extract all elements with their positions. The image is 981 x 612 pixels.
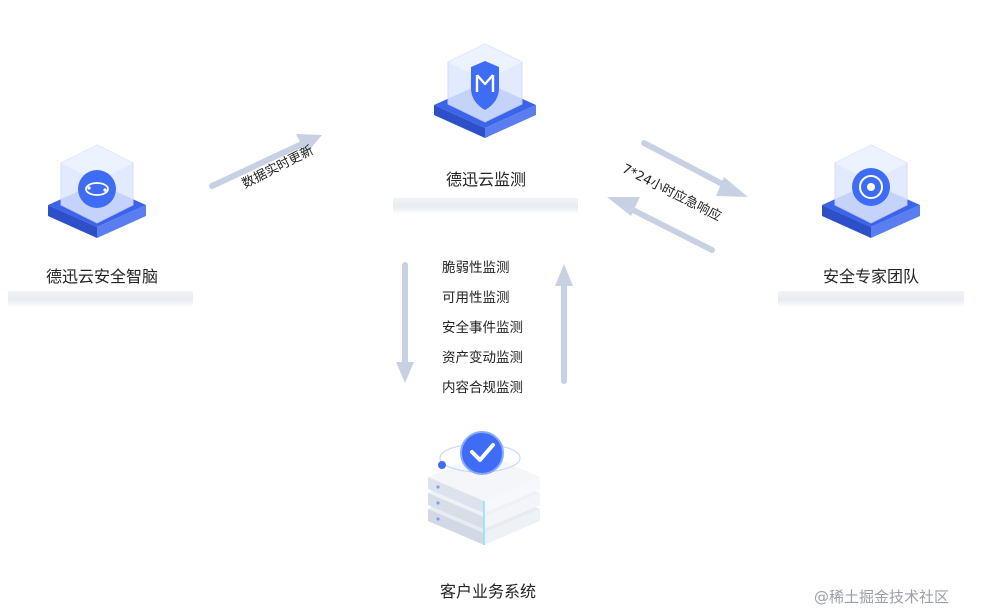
node-label-customer: 客户业务系统	[440, 582, 537, 601]
monitor-item-content-compliance: 内容合规监测	[442, 380, 523, 396]
node-label-experts: 安全专家团队	[823, 267, 920, 286]
node-monitor	[426, 42, 544, 152]
node-customer	[420, 425, 548, 553]
platform-brain	[8, 291, 193, 307]
brain-cube-icon	[48, 144, 146, 238]
server-check-icon	[428, 431, 540, 545]
platform-monitor	[393, 198, 578, 214]
disk-cube-icon	[822, 144, 920, 238]
monitor-item-asset-change: 资产变动监测	[442, 350, 523, 366]
arrow-right-to-center	[607, 197, 715, 253]
monitor-item-security-event: 安全事件监测	[442, 320, 523, 336]
watermark-text: @稀土掘金技术社区	[814, 588, 950, 606]
shield-cube-icon	[434, 43, 536, 138]
node-brain	[38, 143, 156, 253]
platform-experts	[778, 291, 964, 307]
node-label-brain: 德迅云安全智脑	[46, 267, 159, 286]
node-label-monitor: 德迅云监测	[446, 170, 527, 189]
monitor-list: 脆弱性监测 可用性监测 安全事件监测 资产变动监测 内容合规监测	[442, 256, 523, 406]
monitor-item-vulnerability: 脆弱性监测	[442, 260, 510, 276]
arrow-left-to-center	[209, 134, 322, 189]
arrow-bottom-to-center	[555, 264, 573, 384]
arrow-center-to-right	[641, 140, 748, 197]
monitor-item-availability: 可用性监测	[442, 290, 510, 306]
node-experts	[812, 143, 930, 253]
arrow-center-to-bottom	[396, 262, 414, 383]
